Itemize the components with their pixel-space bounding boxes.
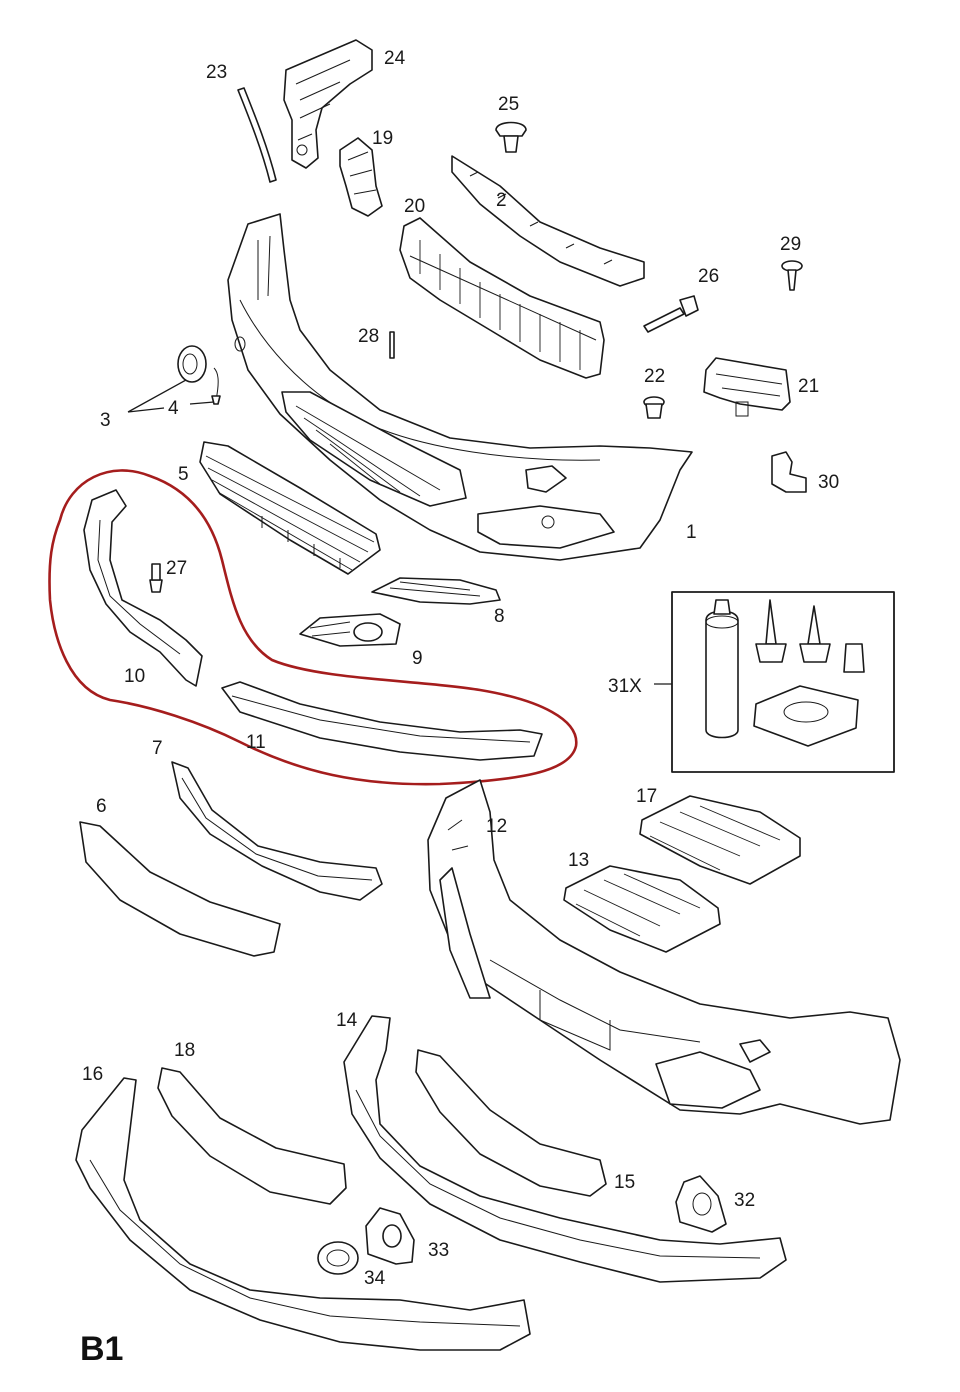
leader-3: [127, 379, 187, 413]
part-11-trim-strip: [221, 681, 543, 761]
highlight-outline: [48, 469, 578, 786]
part-27-push-pin: [149, 563, 163, 593]
callout-27: 27: [166, 558, 187, 579]
part-18-lower-grille: [157, 1067, 347, 1205]
part-2-absorber-plate: [451, 155, 645, 287]
part-12-rear-bumper: [427, 779, 901, 1125]
part-32-fog-cover: [675, 1175, 727, 1233]
callout-31x: 31X: [608, 676, 642, 697]
part-15-lower-grille: [415, 1049, 607, 1197]
part-21-guide-bracket: [703, 357, 791, 417]
callout-16: 16: [82, 1064, 103, 1085]
callout-12: 12: [486, 816, 507, 837]
part-19-bracket: [339, 137, 383, 217]
part-4-cord: [211, 367, 221, 405]
callout-30: 30: [818, 472, 839, 493]
callout-34: 34: [364, 1268, 386, 1289]
callout-18: 18: [174, 1040, 195, 1061]
callout-26: 26: [698, 266, 719, 287]
callout-10: 10: [124, 666, 145, 687]
callout-8: 8: [494, 606, 505, 627]
part-34-ring-cap: [317, 1241, 359, 1275]
part-31x-kit: [671, 591, 895, 773]
part-20-impact-absorber: [399, 217, 605, 379]
callout-5: 5: [178, 464, 189, 485]
part-30-clip: [771, 451, 807, 493]
part-23-trim-strip: [237, 87, 277, 183]
callout-28: 28: [358, 326, 379, 347]
part-29-screw: [781, 260, 803, 291]
page-label: B1: [80, 1330, 123, 1368]
part-28-pin: [389, 331, 395, 359]
callout-1: 1: [686, 522, 697, 543]
callout-14: 14: [336, 1010, 358, 1031]
callout-6: 6: [96, 796, 107, 817]
callout-7: 7: [152, 738, 163, 759]
callout-19: 19: [372, 128, 393, 149]
part-6-lower-grille: [79, 821, 281, 957]
part-14-lip-spoiler: [343, 1015, 787, 1283]
callout-32: 32: [734, 1190, 755, 1211]
part-24-bracket: [283, 39, 373, 169]
part-33-fog-bezel: [365, 1207, 415, 1265]
callout-23: 23: [206, 62, 227, 83]
part-17-undertray: [639, 795, 801, 885]
leader-4: [189, 401, 215, 405]
callout-11: 11: [246, 732, 266, 753]
part-22-bolt: [643, 396, 665, 419]
callout-4: 4: [168, 398, 179, 419]
part-9-fog-bezel: [299, 613, 401, 647]
part-1-bumper-cover: [227, 213, 693, 561]
part-10-trim-strip: [83, 489, 203, 687]
callout-29: 29: [780, 234, 801, 255]
callout-13: 13: [568, 850, 589, 871]
part-8-fog-trim: [371, 577, 501, 605]
callout-25: 25: [498, 94, 519, 115]
callout-22: 22: [644, 366, 665, 387]
callout-21: 21: [798, 376, 819, 397]
part-7-grille-frame: [171, 761, 383, 901]
callout-33: 33: [428, 1240, 449, 1261]
callout-2: 2: [496, 190, 507, 211]
callout-24: 24: [384, 48, 406, 69]
callout-20: 20: [404, 196, 425, 217]
part-5-upper-grille: [199, 441, 381, 575]
part-26-rivet: [643, 295, 699, 333]
callout-9: 9: [412, 648, 423, 669]
part-13-undertray: [563, 865, 721, 953]
part-16-lip-spoiler: [75, 1077, 531, 1351]
part-3-tow-eye-cap: [177, 345, 207, 383]
callout-3: 3: [100, 410, 111, 431]
callout-17: 17: [636, 786, 657, 807]
callout-15: 15: [614, 1172, 635, 1193]
part-25-clip: [495, 121, 527, 153]
